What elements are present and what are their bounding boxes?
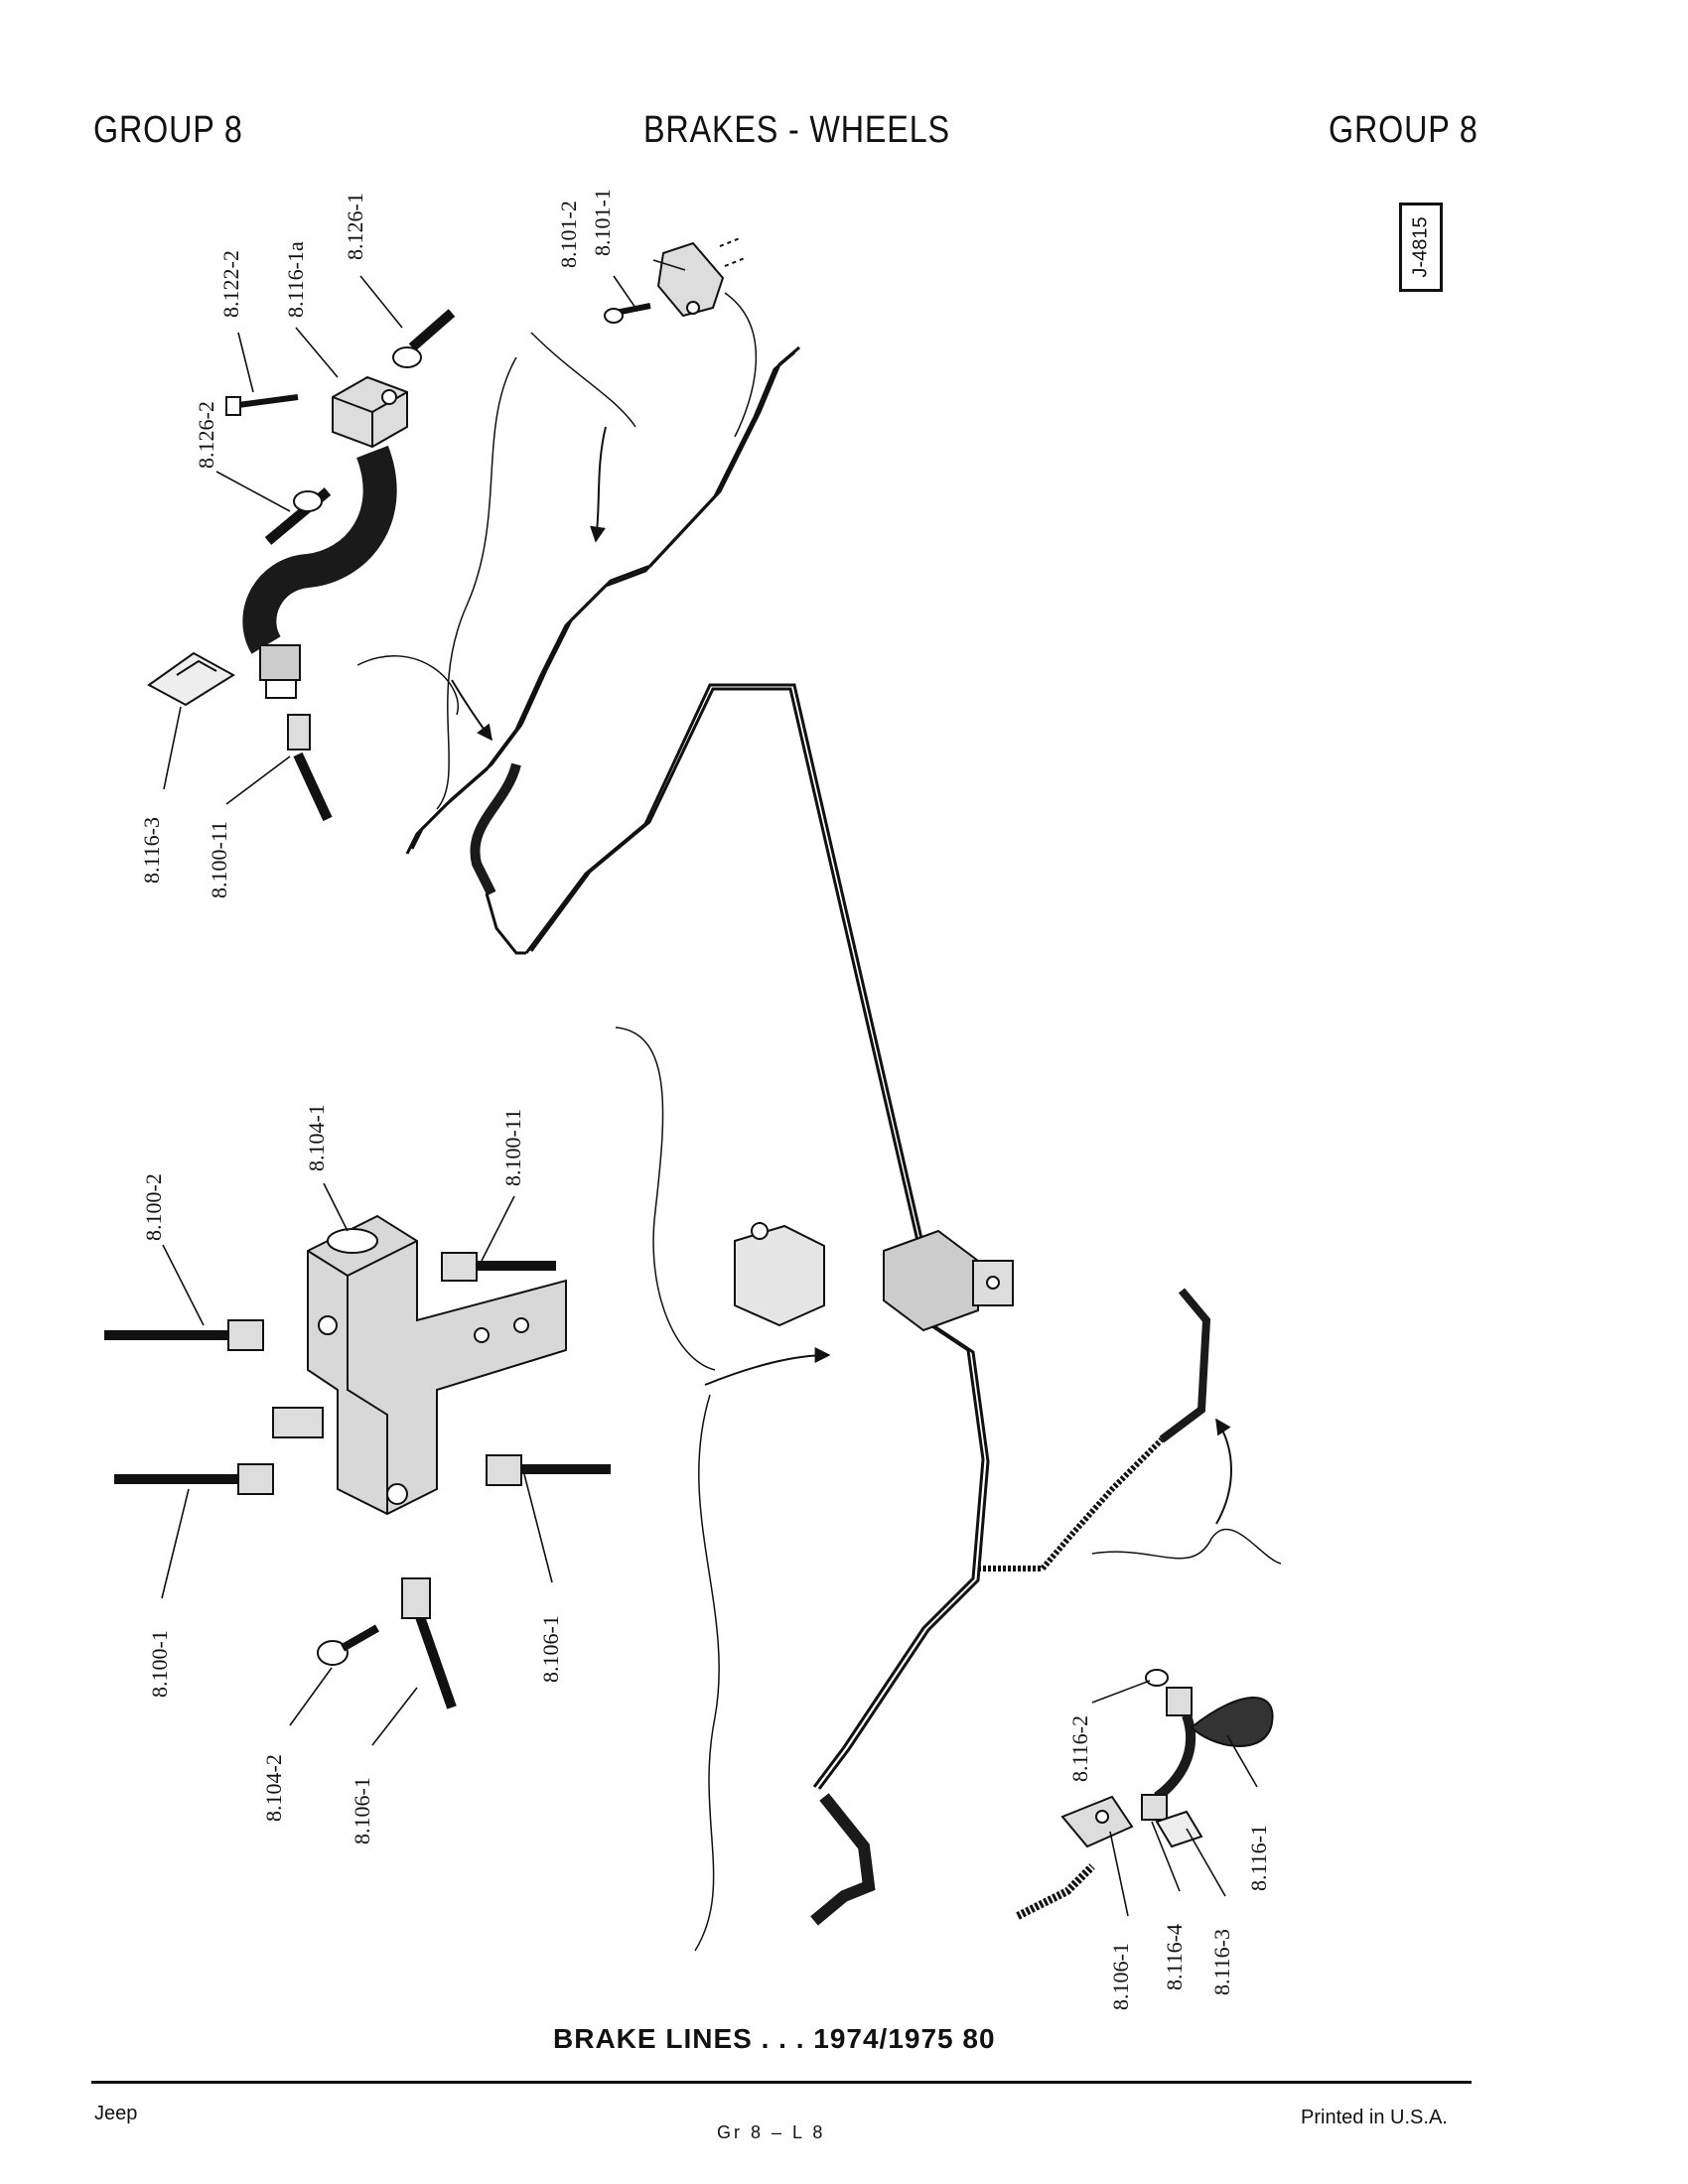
label-8-101-2: 8.101-2: [556, 201, 581, 268]
label-8-104-2: 8.104-2: [261, 1754, 286, 1822]
reference-code-box: J-4815: [1399, 203, 1443, 292]
header-group-right: GROUP 8: [1329, 109, 1478, 151]
label-8-104-1: 8.104-1: [304, 1104, 329, 1171]
footer-printed: Printed in U.S.A.: [1301, 2107, 1448, 2128]
label-8-100-11-mid: 8.100-11: [500, 1109, 525, 1186]
part-labels: 8.122-2 8.116-1a 8.126-1 8.126-2 8.116-3…: [139, 189, 1271, 2010]
brake-tube-lines: [405, 345, 1211, 1926]
diagram-caption: BRAKE LINES . . . 1974/1975 80: [553, 2023, 996, 2054]
label-8-126-2: 8.126-2: [194, 401, 218, 469]
master-cylinder-and-valve: [734, 1222, 1014, 1332]
tube-clip-assembly: [604, 237, 746, 324]
label-8-126-1: 8.126-1: [343, 193, 367, 260]
assembly-arrows: [451, 426, 1232, 1525]
label-8-122-2: 8.122-2: [218, 250, 243, 318]
label-8-116-1: 8.116-1: [1246, 1825, 1271, 1891]
footer-page-ref: Gr 8 – L 8: [717, 2122, 826, 2142]
label-8-100-11: 8.100-11: [207, 821, 231, 898]
label-8-116-2: 8.116-2: [1067, 1715, 1092, 1782]
front-hose-assembly: [147, 309, 456, 822]
header-group-left: GROUP 8: [93, 109, 243, 151]
footer-brand: Jeep: [94, 2103, 138, 2124]
label-8-106-1-lower: 8.106-1: [350, 1777, 374, 1844]
label-8-101-1: 8.101-1: [590, 189, 615, 256]
distribution-block-exploded: [104, 1214, 611, 1709]
label-8-116-3-rear: 8.116-3: [1209, 1929, 1234, 1995]
header-title: BRAKES - WHEELS: [643, 109, 950, 151]
label-8-100-2: 8.100-2: [141, 1173, 166, 1241]
footer-rule: [91, 2081, 1472, 2084]
label-8-116-4: 8.116-4: [1162, 1924, 1187, 1990]
label-8-116-1a: 8.116-1a: [283, 241, 308, 318]
label-8-116-3: 8.116-3: [139, 817, 164, 884]
label-8-106-1-rear: 8.106-1: [1108, 1943, 1133, 2010]
rear-hose-exploded: [1016, 1669, 1274, 1920]
label-8-106-1-mid: 8.106-1: [538, 1615, 563, 1683]
region-outlines: [356, 292, 1282, 1952]
label-8-100-1: 8.100-1: [147, 1630, 172, 1698]
leader-lines: [161, 259, 1258, 1917]
